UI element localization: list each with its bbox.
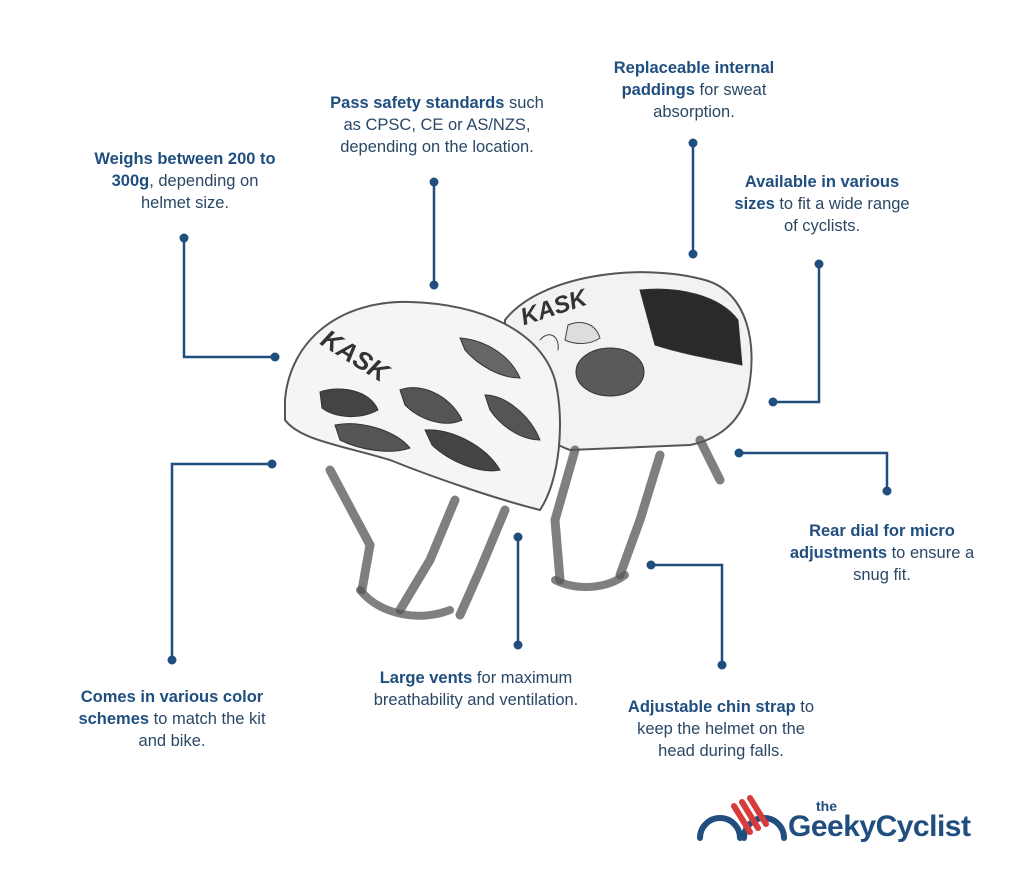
callout-padding-bold: Replaceable internal paddings [613, 59, 775, 99]
helmet-illustration [284, 271, 753, 620]
bike-logo-icon [697, 795, 787, 841]
callout-safety-bold: Pass safety standards [330, 94, 505, 112]
callout-weight-text: , depending on helmet size. [140, 172, 259, 212]
callout-safety-text: such as CPSC, CE or AS/NZS, depending on… [340, 94, 544, 156]
callout-strap-text: to keep the helmet on the head during fa… [637, 698, 815, 760]
callout-sizes-text: to fit a wide range of cyclists. [774, 195, 910, 235]
callout-strap: Adjustable chin strap to keep the helmet… [626, 696, 816, 762]
logo-wordmark: GeekyCyclist [788, 810, 971, 843]
callout-vents: Large vents for maximum breathability an… [358, 667, 594, 711]
callout-colors-bold: Comes in various color schemes [78, 688, 264, 728]
callout-weight-bold: Weighs between 200 to 300g [94, 150, 276, 190]
geekycyclist-logo: the GeekyCyclist [694, 792, 974, 852]
leader-sizes [773, 264, 821, 404]
callout-sizes: Available in various sizes to fit a wide… [726, 171, 918, 237]
leader-strap [651, 563, 724, 665]
callout-colors-text: to match the kit and bike. [138, 710, 266, 750]
callout-dial-text: to ensure a snug fit. [853, 544, 975, 584]
callout-weight: Weighs between 200 to 300g, depending on… [90, 148, 280, 214]
callout-padding-text: for sweat absorption. [653, 81, 767, 121]
callout-vents-bold: Large vents [379, 669, 473, 687]
leader-dial [739, 451, 889, 491]
callout-colors: Comes in various color schemes to match … [76, 686, 268, 752]
callout-dial-bold: Rear dial for micro adjustments [789, 522, 955, 562]
callout-strap-bold: Adjustable chin strap [627, 698, 796, 716]
leader-weight [182, 238, 275, 359]
callout-dial: Rear dial for micro adjustments to ensur… [784, 520, 980, 586]
callout-safety: Pass safety standards such as CPSC, CE o… [322, 92, 552, 158]
leader-colors [170, 462, 272, 660]
logo-the: the [816, 798, 837, 814]
callout-vents-text: for maximum breathability and ventilatio… [373, 669, 579, 709]
callout-padding: Replaceable internal paddings for sweat … [600, 57, 788, 123]
callout-sizes-bold: Available in various sizes [734, 173, 900, 213]
